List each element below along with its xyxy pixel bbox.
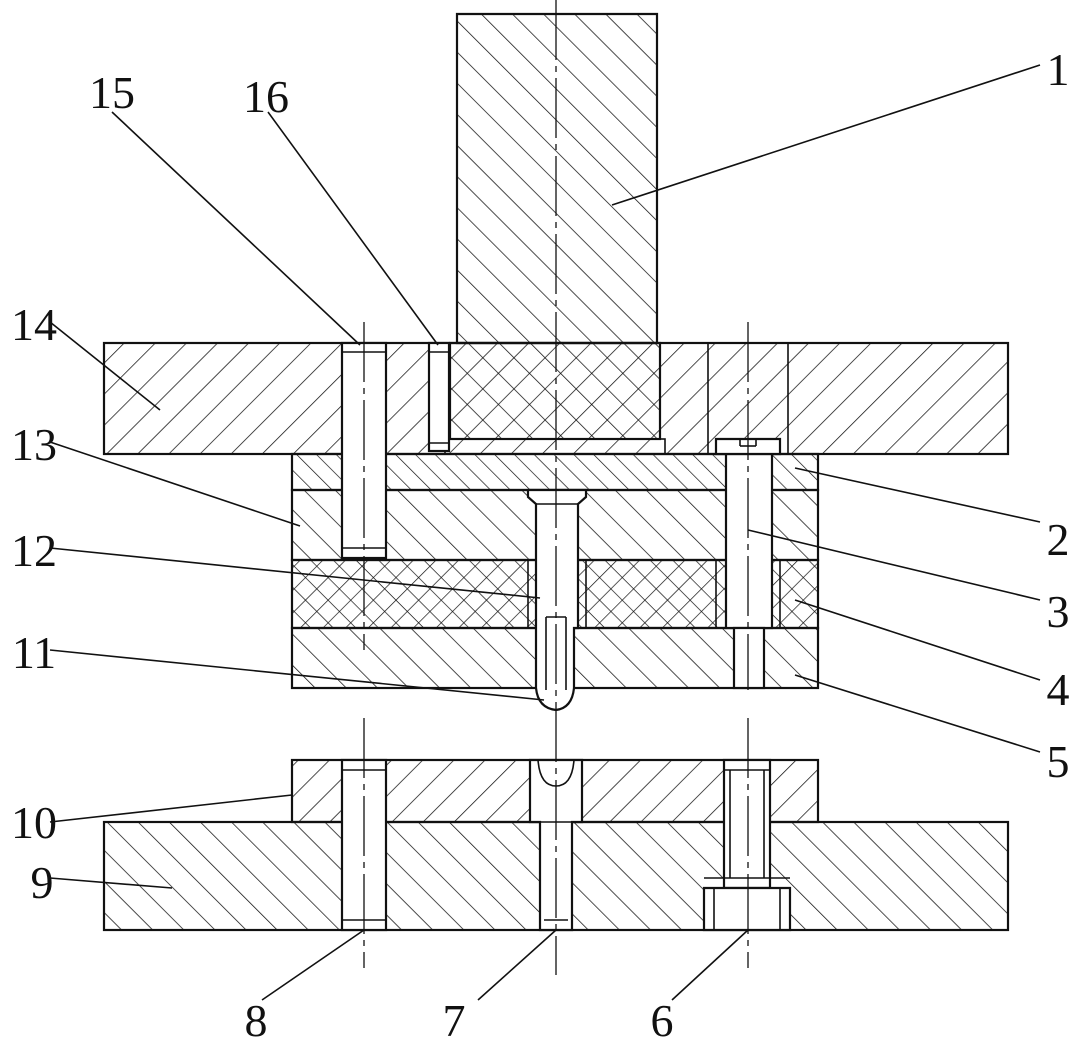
label-12: 12 <box>11 525 57 576</box>
die-shank <box>455 12 659 345</box>
unloading-screw <box>724 452 774 630</box>
leader-lines <box>49 64 1041 1001</box>
label-1: 1 <box>1047 44 1070 95</box>
lower-screw <box>722 758 772 890</box>
label-13: 13 <box>11 419 57 470</box>
shank-head <box>448 341 662 441</box>
label-16: 16 <box>243 71 289 122</box>
small-pin <box>427 341 451 453</box>
label-3: 3 <box>1047 586 1070 637</box>
label-5: 5 <box>1047 736 1070 787</box>
label-10: 10 <box>11 797 57 848</box>
screw-thread-lower <box>732 626 766 690</box>
label-14: 14 <box>11 299 57 350</box>
label-6: 6 <box>651 995 674 1040</box>
label-7: 7 <box>443 995 466 1040</box>
label-11: 11 <box>12 627 56 678</box>
die-hole <box>528 758 584 932</box>
label-2: 2 <box>1047 514 1070 565</box>
label-8: 8 <box>245 995 268 1040</box>
label-9: 9 <box>31 857 54 908</box>
label-15: 15 <box>89 67 135 118</box>
screw-head-bottom <box>702 886 792 932</box>
label-4: 4 <box>1047 664 1070 715</box>
